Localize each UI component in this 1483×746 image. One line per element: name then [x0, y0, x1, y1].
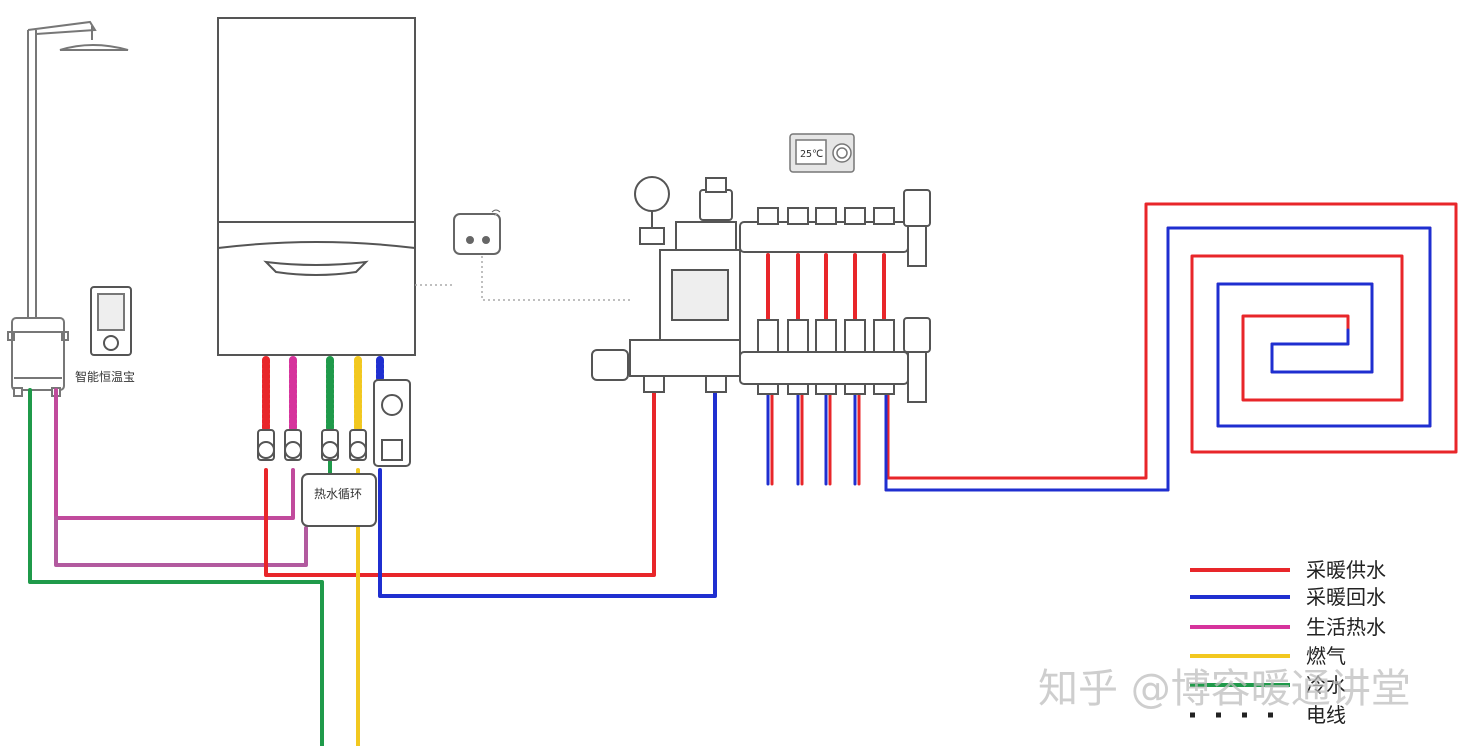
- manifold-supply-branches: [766, 253, 886, 322]
- pipes: [28, 202, 1458, 746]
- mixing-valve-box: [11, 317, 65, 391]
- cold-water-pipe: [28, 388, 324, 746]
- hot-water-circulation-box: [301, 473, 377, 527]
- floor-loop-return: [884, 226, 1432, 492]
- distribution-manifold: [739, 189, 931, 403]
- smart-thermostat-panel: [90, 286, 132, 356]
- hot-water-circulation-label: 热水循环: [314, 487, 362, 501]
- legend-label-supply: 采暖供水: [1306, 558, 1386, 582]
- domestic-hot-pipe-a: [54, 388, 295, 520]
- thermostat-display: 25℃: [800, 149, 823, 160]
- room-thermostat: [789, 133, 855, 173]
- watermark: 知乎 @博容暖通讲堂: [1038, 666, 1411, 712]
- legend-label-gas: 燃气: [1306, 644, 1346, 668]
- mixing-pump-group: [591, 176, 741, 393]
- control-wire: [415, 256, 630, 301]
- legend-label-cold: 冷水: [1306, 673, 1346, 697]
- smart-thermostat-label: 智能恒温宝: [75, 369, 135, 384]
- legend-label-return: 采暖回水: [1306, 585, 1386, 609]
- return-main-pipe: [378, 390, 717, 598]
- legend: 采暖供水 采暖回水 生活热水 燃气 冷水 电线: [1190, 558, 1386, 727]
- wall-hung-boiler: [217, 17, 416, 356]
- manifold-return-branches-red: [770, 390, 861, 486]
- shower-unit: [7, 20, 129, 397]
- legend-label-wire: 电线: [1306, 703, 1346, 727]
- manifold-return-branches-blue: [766, 390, 857, 486]
- domestic-hot-pipe-b: [54, 516, 308, 567]
- legend-label-domestic-hot: 生活热水: [1306, 615, 1386, 639]
- boiler-valves: [257, 379, 411, 467]
- supply-main-pipe: [264, 390, 656, 577]
- wifi-thermostat: [453, 209, 501, 255]
